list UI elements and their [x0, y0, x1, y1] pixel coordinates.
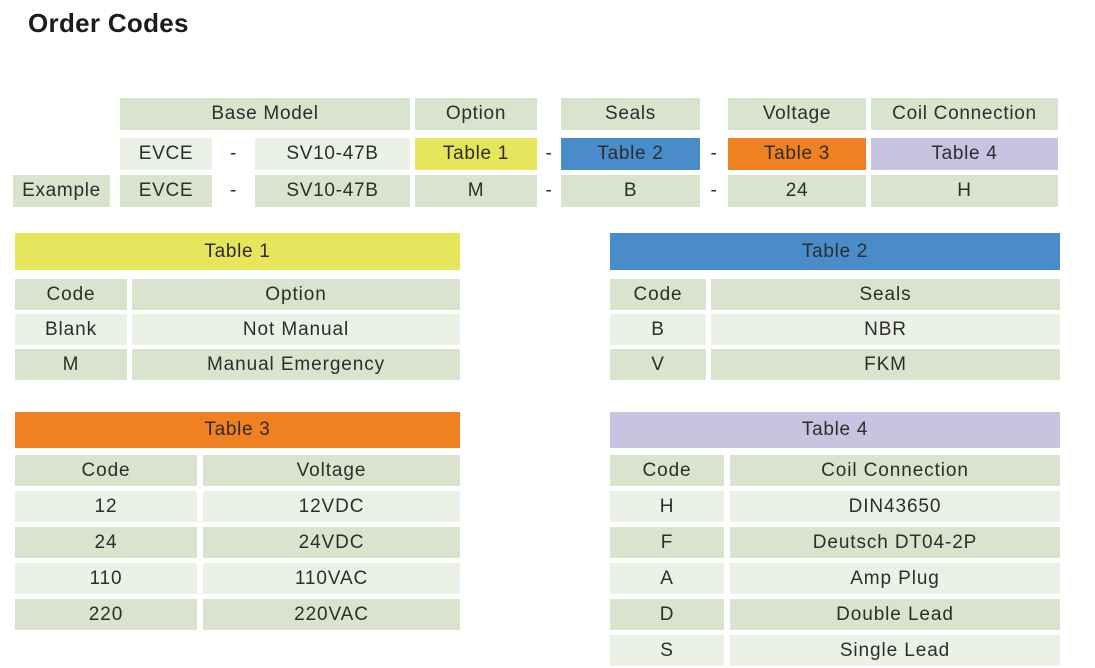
example-coil-cell: H [871, 175, 1058, 207]
table-row: 110 110VAC [15, 563, 460, 594]
table-2-code-cell: V [610, 349, 706, 380]
dash-separator: - [545, 180, 553, 201]
example-label: Example [13, 175, 110, 207]
table-row: Code Seals [610, 279, 1060, 310]
table-4-code-cell: H [610, 491, 724, 522]
table-4-col-header-coil-connection: Coil Connection [730, 455, 1060, 486]
table-4-col-header-code: Code [610, 455, 724, 486]
table-4-value-cell: Deutsch DT04-2P [730, 527, 1060, 558]
table-4-code-cell: F [610, 527, 724, 558]
ref-table4-cell: Table 4 [871, 138, 1058, 170]
table-row: A Amp Plug [610, 563, 1060, 594]
table-2-title: Table 2 [610, 233, 1060, 270]
table-1-title: Table 1 [15, 233, 460, 270]
table-1-code-cell: M [15, 349, 127, 380]
header-option: Option [415, 98, 537, 130]
table-4-code-cell: D [610, 599, 724, 630]
table-row: B NBR [610, 314, 1060, 345]
table-4-value-cell: Double Lead [730, 599, 1060, 630]
table-2-col-header-code: Code [610, 279, 706, 310]
dash-separator: - [545, 143, 553, 164]
table-4-value-cell: Amp Plug [730, 563, 1060, 594]
dash-separator: - [710, 180, 718, 201]
table-row: F Deutsch DT04-2P [610, 527, 1060, 558]
table-3-value-cell: 12VDC [203, 491, 460, 522]
dash-separator: - [229, 143, 238, 164]
table-4-title: Table 4 [610, 412, 1060, 448]
table-row: Blank Not Manual [15, 314, 460, 345]
table-3-col-header-code: Code [15, 455, 197, 486]
table-2-value-cell: FKM [711, 349, 1060, 380]
table-4-value-cell: Single Lead [730, 635, 1060, 666]
table-3-value-cell: 220VAC [203, 599, 460, 630]
header-base-model: Base Model [120, 98, 410, 130]
table-1-value-cell: Manual Emergency [132, 349, 460, 380]
example-prefix-cell: EVCE [120, 175, 212, 207]
table-3-code-cell: 110 [15, 563, 197, 594]
table-4-value-cell: DIN43650 [730, 491, 1060, 522]
dash-separator: - [710, 143, 718, 164]
table-row: 24 24VDC [15, 527, 460, 558]
table-3-code-cell: 220 [15, 599, 197, 630]
table-3: Table 3 Code Voltage 12 12VDC 24 24VDC 1… [15, 412, 460, 630]
ref-table2-cell: Table 2 [561, 138, 700, 170]
table-row: 12 12VDC [15, 491, 460, 522]
table-3-value-cell: 110VAC [203, 563, 460, 594]
table-3-code-cell: 24 [15, 527, 197, 558]
ref-model-cell: SV10-47B [255, 138, 410, 170]
table-1: Table 1 Code Option Blank Not Manual M M… [15, 233, 460, 380]
example-voltage-cell: 24 [728, 175, 866, 207]
header-seals: Seals [561, 98, 700, 130]
table-3-code-cell: 12 [15, 491, 197, 522]
table-4: Table 4 Code Coil Connection H DIN43650 … [610, 412, 1060, 666]
example-seals-cell: B [561, 175, 700, 207]
table-3-col-header-voltage: Voltage [203, 455, 460, 486]
header-voltage: Voltage [728, 98, 866, 130]
table-row: M Manual Emergency [15, 349, 460, 380]
table-row: Code Option [15, 279, 460, 310]
ref-table1-cell: Table 1 [415, 138, 537, 170]
table-2-col-header-seals: Seals [711, 279, 1060, 310]
table-row: Code Voltage [15, 455, 460, 486]
page-title: Order Codes [28, 8, 189, 38]
table-3-value-cell: 24VDC [203, 527, 460, 558]
table-1-col-header-option: Option [132, 279, 460, 310]
table-row: 220 220VAC [15, 599, 460, 630]
table-1-code-cell: Blank [15, 314, 127, 345]
table-row: Code Coil Connection [610, 455, 1060, 486]
table-4-code-cell: A [610, 563, 724, 594]
example-model-cell: SV10-47B [255, 175, 410, 207]
ref-table3-cell: Table 3 [728, 138, 866, 170]
table-1-value-cell: Not Manual [132, 314, 460, 345]
table-2-code-cell: B [610, 314, 706, 345]
table-row: D Double Lead [610, 599, 1060, 630]
header-coil-connection: Coil Connection [871, 98, 1058, 130]
dash-separator: - [229, 180, 238, 201]
table-2-value-cell: NBR [711, 314, 1060, 345]
table-row: S Single Lead [610, 635, 1060, 666]
table-3-title: Table 3 [15, 412, 460, 448]
ref-prefix-cell: EVCE [120, 138, 212, 170]
table-row: H DIN43650 [610, 491, 1060, 522]
table-1-col-header-code: Code [15, 279, 127, 310]
table-4-code-cell: S [610, 635, 724, 666]
example-option-cell: M [415, 175, 537, 207]
table-2: Table 2 Code Seals B NBR V FKM [610, 233, 1060, 380]
table-row: V FKM [610, 349, 1060, 380]
